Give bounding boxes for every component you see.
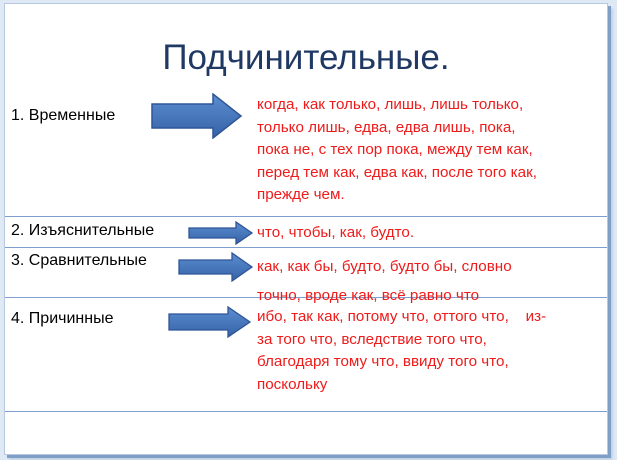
right-arrow-icon xyxy=(151,93,243,139)
conjunction-line: точно, вроде как, всё равно что xyxy=(257,287,480,304)
conjunctions-comparative: как, как бы, будто, будто бы, словно точ… xyxy=(257,252,512,310)
conjunction-line: как, как бы, будто, будто бы, словно xyxy=(257,258,512,275)
slide-title: Подчинительные. xyxy=(162,38,450,77)
row-label-temporal: 1. Временные xyxy=(11,107,116,124)
conjunction-line: перед тем как, едва как, после того как, xyxy=(257,163,537,181)
conjunction-line: что, чтобы, как, будто. xyxy=(257,224,415,241)
row-label-comparative: 3. Сравнительные xyxy=(11,252,147,269)
conjunction-line: пока не, с тех пор пока, между тем как, xyxy=(257,141,533,158)
row-divider xyxy=(5,216,607,217)
conjunctions-causal: ибо, так как, потому что, оттого что, из… xyxy=(257,306,546,396)
right-arrow-icon xyxy=(178,252,254,282)
conjunction-line: только лишь, едва, едва лишь, пока, xyxy=(257,118,516,136)
conjunction-line: ибо, так как, потому что, оттого что, из… xyxy=(257,308,547,325)
right-arrow-icon xyxy=(188,221,254,245)
row-divider xyxy=(5,411,607,412)
conjunction-line: когда, как только, лишь, лишь только, xyxy=(257,96,524,113)
conjunctions-temporal: когда, как только, лишь, лишь только, то… xyxy=(257,94,537,207)
row-divider xyxy=(5,297,607,298)
conjunctions-explanatory: что, чтобы, как, будто. xyxy=(257,222,414,245)
row-label-causal: 4. Причинные xyxy=(11,310,114,327)
row-divider xyxy=(5,247,607,248)
row-label-explanatory: 2. Изъяснительные xyxy=(11,222,155,239)
conjunction-line: благодаря тому что, ввиду того что, xyxy=(257,353,509,370)
conjunction-line: поскольку xyxy=(257,375,328,393)
right-arrow-icon xyxy=(168,306,252,338)
slide: Подчинительные. 1. Временные когда, как … xyxy=(4,3,608,455)
conjunction-line: прежде чем. xyxy=(257,186,345,203)
conjunction-line: за того что, вследствие того что, xyxy=(257,330,487,348)
